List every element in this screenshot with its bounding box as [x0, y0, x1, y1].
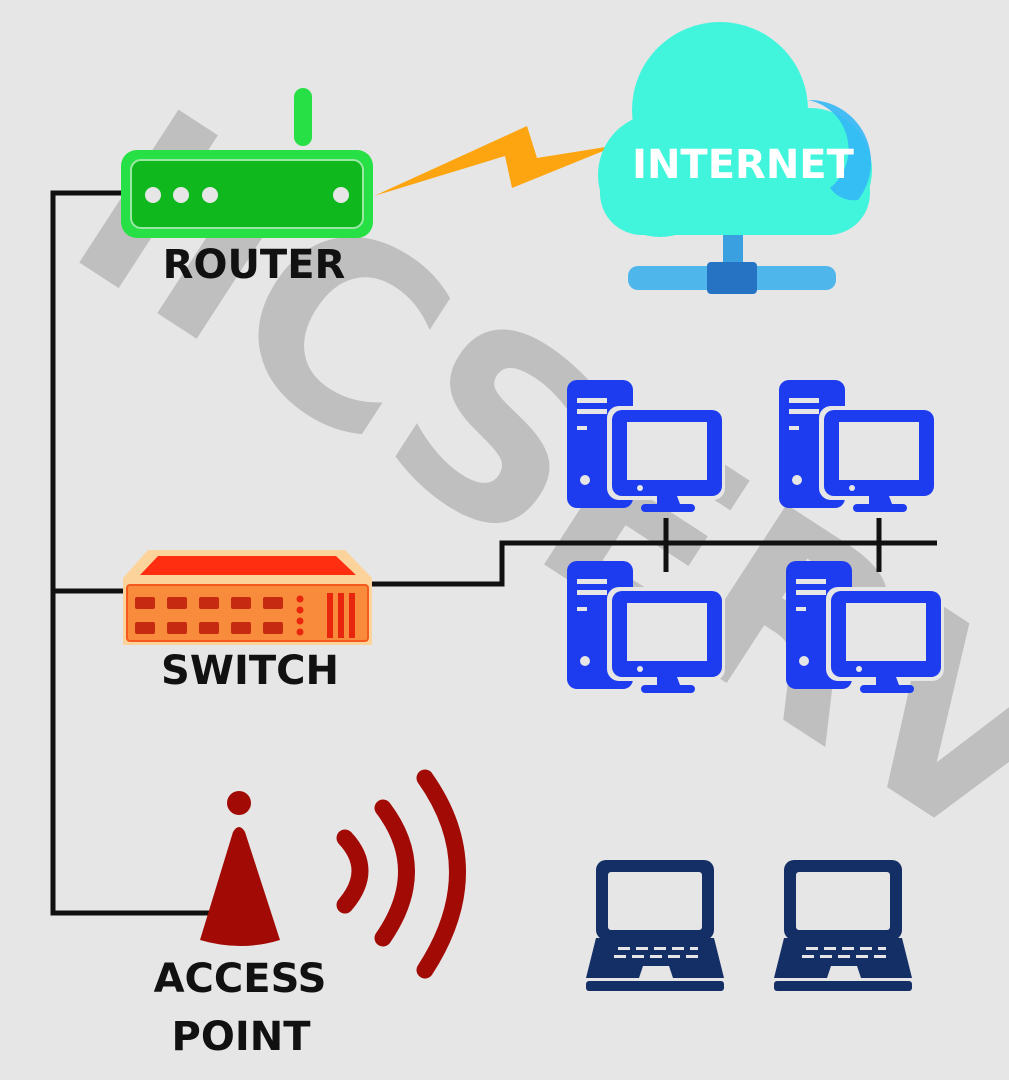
access-point-label-line2: POINT	[172, 1014, 312, 1060]
cloud-icon	[598, 22, 872, 237]
internet-label: INTERNET	[632, 142, 855, 188]
laptop-icon[interactable]	[774, 860, 912, 991]
desktop-icon[interactable]	[779, 380, 937, 512]
internet[interactable]: INTERNET	[598, 22, 872, 294]
server-stand-icon	[628, 235, 836, 294]
wired-links	[50, 190, 937, 916]
router-label: ROUTER	[163, 242, 346, 288]
router[interactable]: ROUTER	[121, 88, 373, 288]
laptop-icon[interactable]	[586, 860, 724, 991]
router-icon	[121, 88, 373, 238]
access-point-icon	[200, 791, 280, 946]
switch-icon	[123, 550, 372, 645]
switch[interactable]: SWITCH	[123, 550, 372, 694]
access-point-label-line1: ACCESS	[154, 956, 327, 1002]
wifi-waves-icon	[336, 769, 466, 979]
laptops	[586, 860, 912, 991]
access-point[interactable]: ACCESS POINT	[154, 769, 466, 1060]
wireless-bolt-icon	[374, 126, 618, 196]
link-switch-bus	[370, 540, 937, 587]
switch-label: SWITCH	[161, 648, 339, 694]
link-router-backbone	[50, 190, 210, 916]
